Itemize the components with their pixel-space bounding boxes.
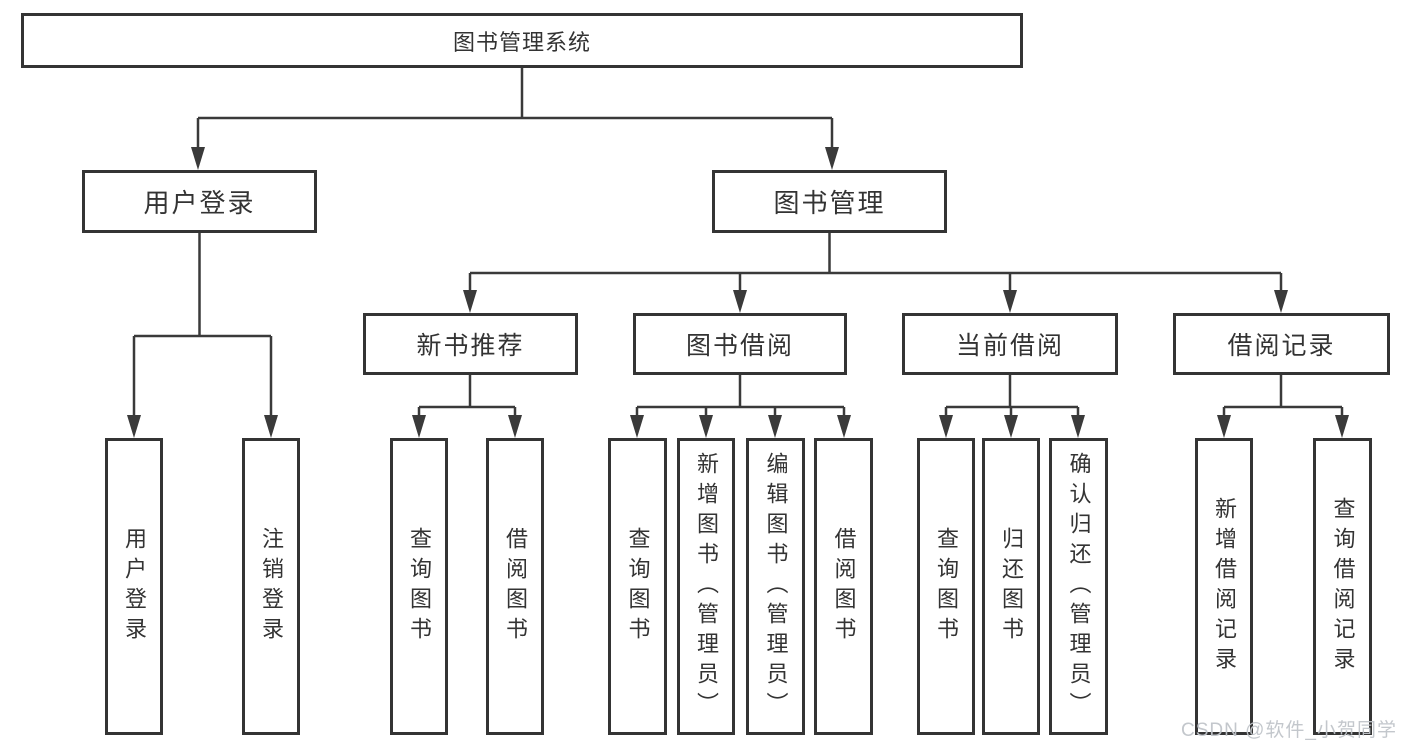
- leaf-label: 查询图书: [625, 526, 651, 647]
- leaf-user-login: 用户登录: [105, 438, 163, 735]
- leaf-search-books-borrowing: 查询图书: [608, 438, 667, 735]
- leaf-logout-login: 注销登录: [242, 438, 300, 735]
- arrowheads: [127, 147, 1349, 438]
- leaf-label: 确认归还（管理员）: [1066, 451, 1092, 722]
- node-book-management: 图书管理: [712, 170, 947, 233]
- leaf-borrow-books-recommend: 借阅图书: [486, 438, 544, 735]
- leaf-edit-books-admin: 编辑图书（管理员）: [746, 438, 805, 735]
- leaf-return-books: 归还图书: [982, 438, 1040, 735]
- leaf-label: 借阅图书: [503, 526, 528, 647]
- leaf-search-borrow-record: 查询借阅记录: [1313, 438, 1372, 735]
- leaf-label: 新增图书（管理员）: [694, 451, 719, 722]
- leaf-search-books-current: 查询图书: [917, 438, 975, 735]
- leaf-confirm-return-admin: 确认归还（管理员）: [1049, 438, 1108, 735]
- leaf-borrow-books-borrowing: 借阅图书: [814, 438, 873, 735]
- node-borrowing-records: 借阅记录: [1173, 313, 1390, 375]
- watermark: CSDN @软件_小贺同学: [1181, 720, 1397, 741]
- leaf-add-books-admin: 新增图书（管理员）: [677, 438, 735, 735]
- leaf-add-borrow-record: 新增借阅记录: [1195, 438, 1253, 735]
- leaf-label: 归还图书: [999, 526, 1024, 647]
- node-user-login: 用户登录: [82, 170, 317, 233]
- leaf-label: 查询借阅记录: [1330, 496, 1356, 677]
- leaf-label: 用户登录: [122, 526, 147, 647]
- node-book-borrowing: 图书借阅: [633, 313, 847, 375]
- leaf-label: 查询图书: [407, 526, 432, 647]
- leaf-label: 查询图书: [934, 526, 959, 647]
- node-book-management-system: 图书管理系统: [21, 13, 1023, 68]
- leaf-label: 借阅图书: [831, 526, 857, 647]
- node-current-borrowing: 当前借阅: [902, 313, 1118, 375]
- leaf-label: 新增借阅记录: [1212, 496, 1237, 677]
- node-new-book-recommendation: 新书推荐: [363, 313, 578, 375]
- leaf-search-books-recommend: 查询图书: [390, 438, 448, 735]
- leaf-label: 注销登录: [259, 526, 284, 647]
- leaf-label: 编辑图书（管理员）: [763, 451, 789, 722]
